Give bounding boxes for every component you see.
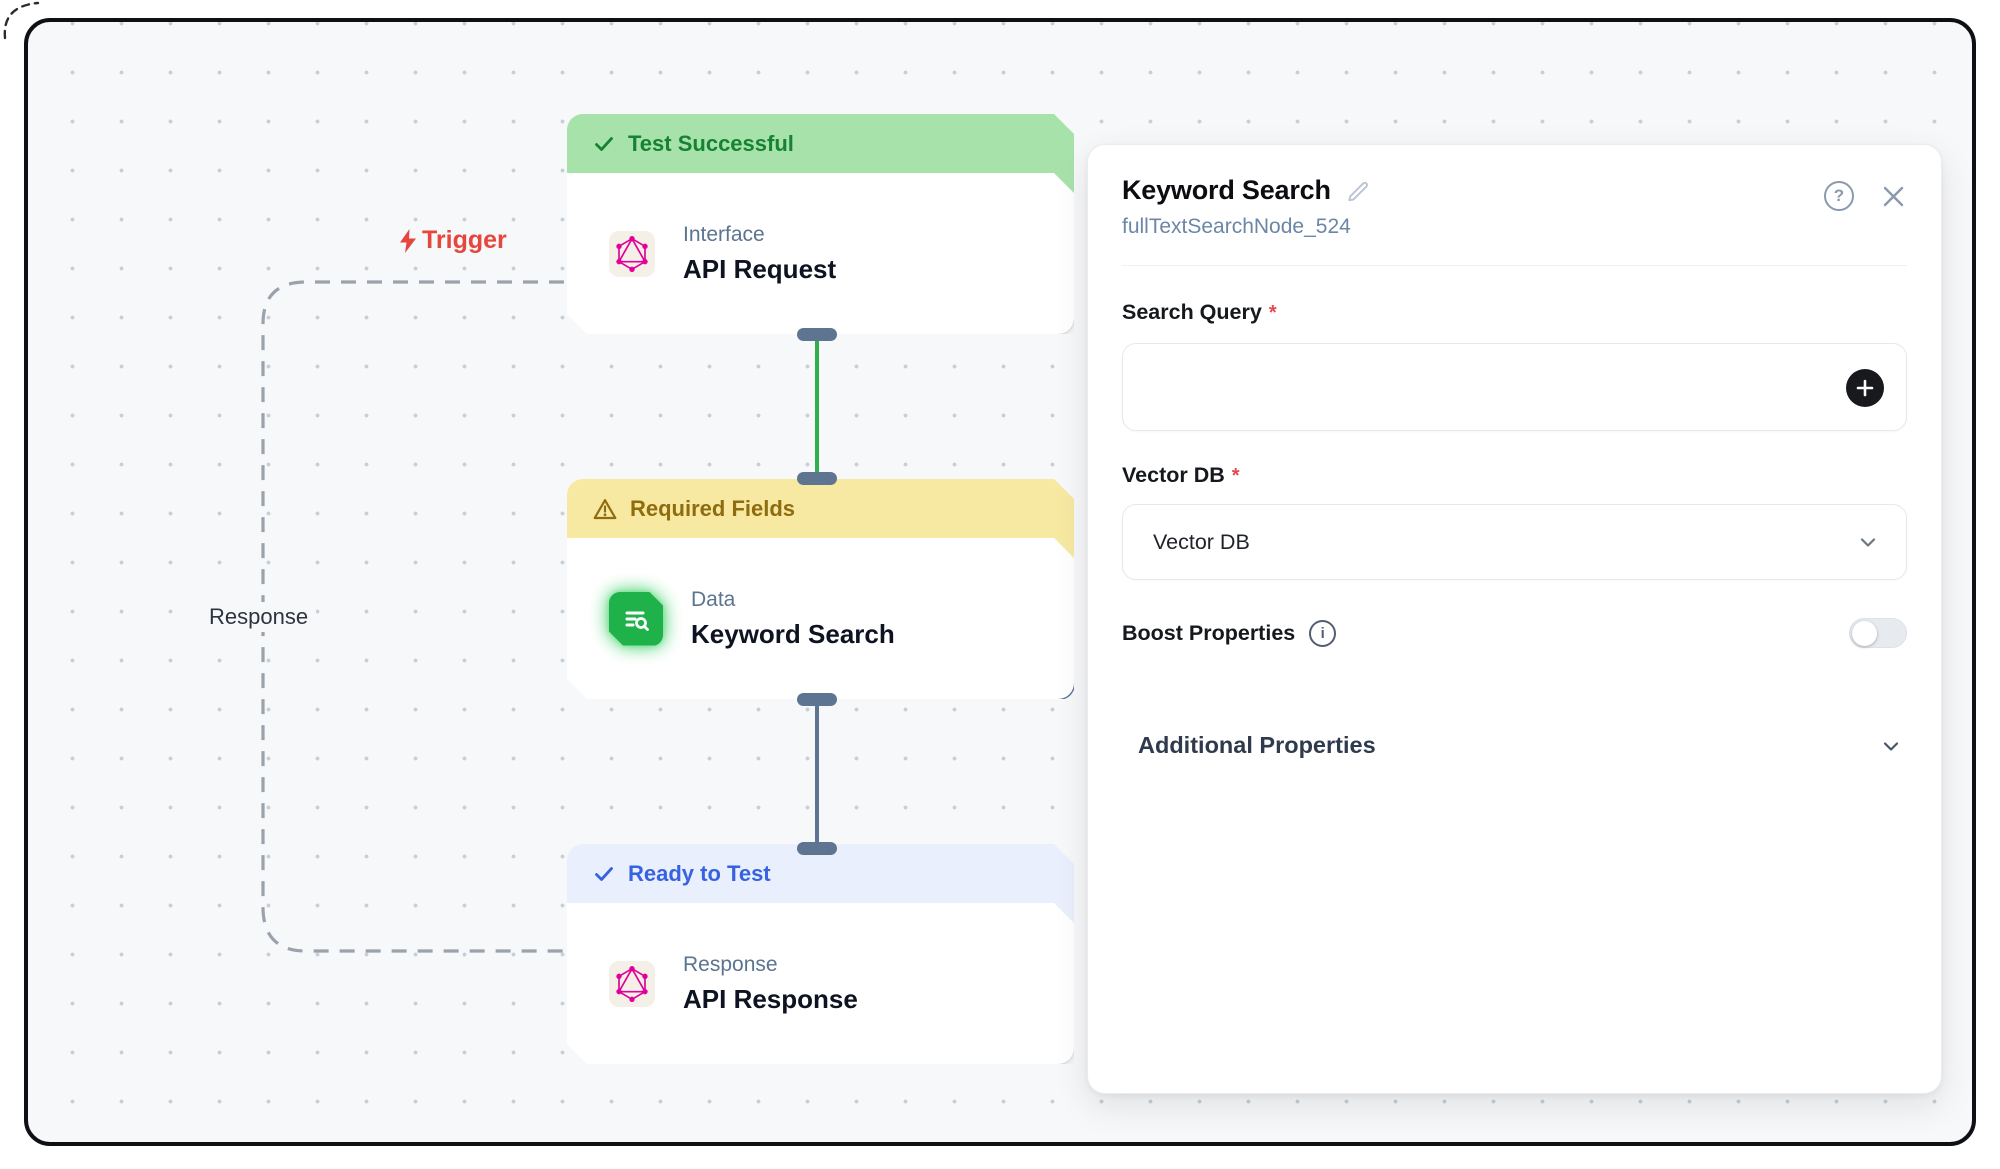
boost-properties-toggle[interactable]	[1849, 618, 1907, 648]
node-title: API Response	[683, 983, 858, 1014]
node-status-text: Ready to Test	[628, 860, 771, 886]
panel-title: Keyword Search	[1122, 175, 1331, 205]
keyword-search-icon	[609, 592, 663, 646]
node-keyword-search[interactable]: Required Fields	[567, 479, 1074, 699]
connector-request-to-search	[815, 334, 819, 479]
node-properties-panel: Keyword Search fullTextSearchNode_524 ?	[1087, 144, 1942, 1094]
trigger-label: Trigger	[422, 226, 507, 254]
port-keyword-search-output[interactable]	[797, 693, 837, 706]
additional-properties-title: Additional Properties	[1138, 732, 1376, 758]
vector-db-select[interactable]: Vector DB	[1122, 504, 1907, 580]
vector-db-label: Vector DB *	[1122, 463, 1240, 487]
chevron-down-icon	[1883, 741, 1899, 751]
toggle-knob	[1852, 620, 1877, 646]
help-icon[interactable]: ?	[1824, 181, 1854, 211]
trigger-response-connection	[261, 280, 564, 953]
edit-pencil-icon[interactable]	[1345, 178, 1371, 204]
node-status-text: Required Fields	[630, 495, 796, 521]
chevron-down-icon	[1860, 538, 1876, 547]
node-category: Interface	[683, 222, 765, 246]
port-keyword-search-input[interactable]	[797, 472, 837, 485]
node-api-response[interactable]: Ready to Test	[567, 844, 1074, 1064]
graphql-icon	[609, 961, 655, 1007]
node-text: Interface API Request	[683, 223, 836, 285]
node-status-text: Test Successful	[628, 130, 794, 156]
boost-properties-label: Boost Properties	[1122, 620, 1296, 645]
connector-search-to-response	[815, 698, 819, 846]
node-text: Data Keyword Search	[691, 588, 895, 650]
additional-properties-section-header[interactable]: Additional Properties	[1122, 732, 1907, 759]
boost-properties-row: Boost Properties i	[1122, 618, 1907, 648]
check-icon	[593, 133, 615, 155]
lightning-icon	[400, 228, 416, 253]
node-id-subtitle: fullTextSearchNode_524	[1122, 215, 1351, 238]
info-icon[interactable]: i	[1309, 619, 1337, 647]
node-title: Keyword Search	[691, 618, 895, 649]
node-text: Response API Response	[683, 953, 858, 1015]
vector-db-selected-value: Vector DB	[1153, 529, 1250, 554]
corner-sketch-decoration	[3, 1, 40, 40]
add-query-variable-button[interactable]	[1846, 369, 1884, 407]
node-card[interactable]: Interface API Request	[567, 173, 1074, 334]
node-category: Data	[691, 587, 736, 611]
close-icon[interactable]	[1880, 183, 1907, 210]
workflow-canvas: Trigger Response Test Successful	[24, 18, 1976, 1146]
port-api-response-input[interactable]	[797, 842, 837, 855]
search-query-input[interactable]	[1122, 343, 1907, 431]
port-api-request-output[interactable]	[797, 328, 837, 341]
plus-icon	[1856, 379, 1874, 397]
node-card-selected[interactable]: Data Keyword Search	[567, 538, 1074, 699]
search-query-label: Search Query *	[1122, 300, 1277, 324]
required-marker: *	[1231, 465, 1240, 487]
warning-icon	[593, 498, 617, 520]
trigger-badge: Trigger	[397, 226, 507, 255]
node-title: API Request	[683, 253, 837, 284]
response-connection-label: Response	[201, 602, 317, 632]
node-api-request[interactable]: Test Successful	[567, 114, 1074, 334]
required-marker: *	[1268, 302, 1277, 324]
graphql-icon	[609, 231, 655, 277]
panel-divider	[1122, 265, 1907, 266]
node-card[interactable]: Response API Response	[567, 903, 1074, 1064]
node-category: Response	[683, 952, 778, 976]
check-icon	[593, 863, 615, 885]
